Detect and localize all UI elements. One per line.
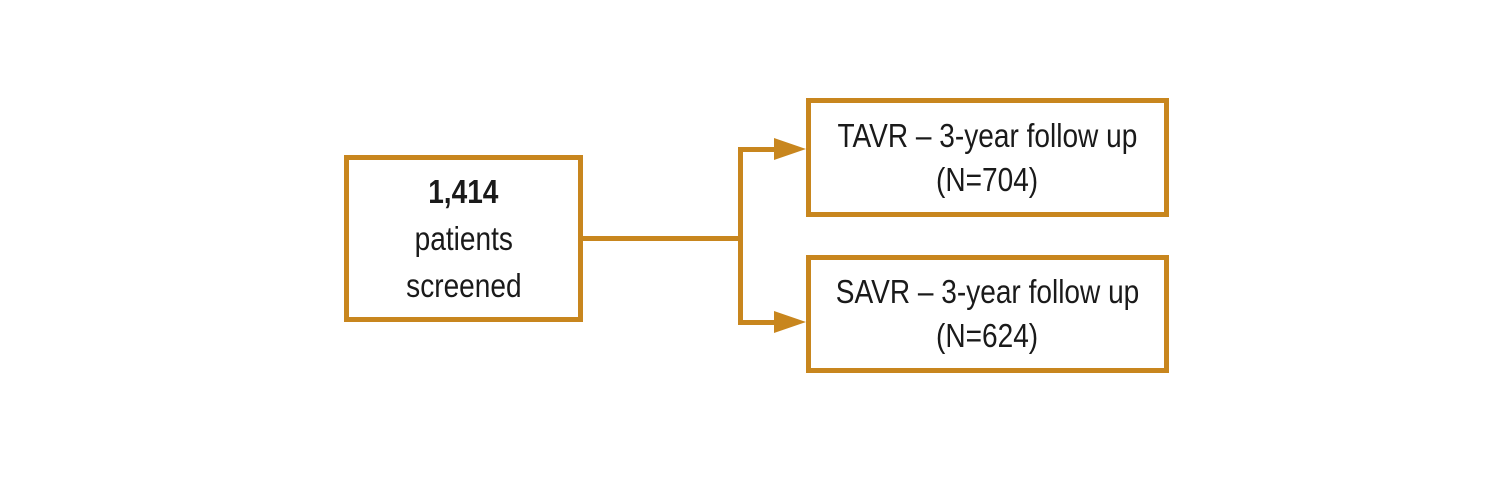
savr-box: SAVR – 3-year follow up (N=624) [806,255,1169,373]
tavr-n: (N=704) [936,160,1039,198]
tavr-title: TAVR – 3-year follow up [837,116,1138,154]
screened-box: 1,414 patients screened [344,155,583,322]
savr-title: SAVR – 3-year follow up [835,273,1140,310]
connector-branch-bottom [738,320,776,325]
screened-count: 1,414 [428,173,499,210]
connector-branch-top [738,147,776,152]
connector-stem [581,236,741,241]
connector-trunk [738,147,743,325]
screened-label-line1: patients [414,220,513,257]
savr-n: (N=624) [936,317,1039,354]
arrowhead-bottom-icon [774,311,806,333]
tavr-box: TAVR – 3-year follow up (N=704) [806,98,1169,217]
screened-label-line2: screened [405,267,522,304]
arrowhead-top-icon [774,138,806,160]
